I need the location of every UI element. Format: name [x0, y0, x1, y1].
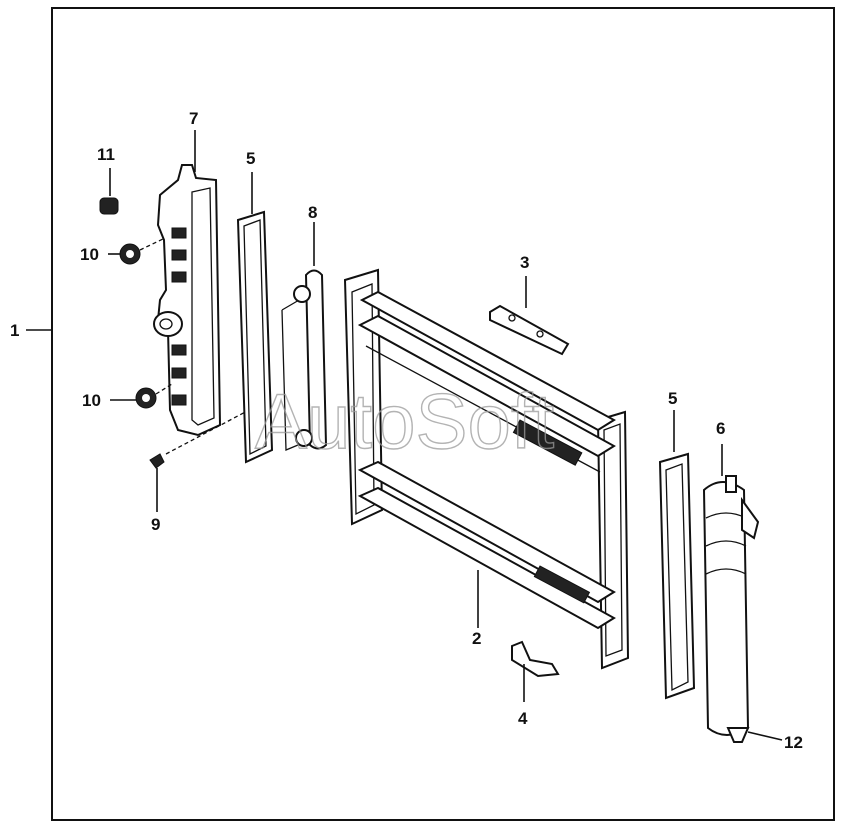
pipe-part-8	[281, 222, 328, 451]
callout-12: 12	[784, 733, 803, 752]
bracket-part-3	[489, 276, 570, 356]
callout-5-right: 5	[668, 389, 677, 408]
gasket-part-5-right	[658, 410, 696, 700]
callout-11: 11	[97, 145, 115, 164]
callout-7: 7	[189, 109, 198, 128]
callout-2: 2	[472, 629, 481, 648]
washer-part-10-lower	[110, 383, 173, 409]
fitting-part-9	[149, 399, 269, 512]
right-tank-part-6	[702, 444, 783, 743]
callout-5-left: 5	[246, 149, 255, 168]
callout-10-upper: 10	[80, 245, 99, 264]
callout-8: 8	[308, 203, 317, 222]
watermark-text: AutoSoft	[255, 377, 555, 465]
callout-4: 4	[518, 709, 528, 728]
diagram-frame	[51, 7, 835, 821]
callout-6: 6	[716, 419, 725, 438]
washer-part-10-upper	[108, 237, 166, 265]
callout-1: 1	[10, 321, 19, 340]
callout-3: 3	[520, 253, 529, 272]
callout-10-lower: 10	[82, 391, 101, 410]
drain-plug-part-11	[99, 168, 119, 215]
gasket-part-5-left	[236, 172, 274, 464]
callout-9: 9	[151, 515, 160, 534]
radiator-core-part-2	[343, 268, 630, 670]
bracket-part-4	[511, 640, 560, 702]
left-tank-part-7	[153, 130, 222, 437]
